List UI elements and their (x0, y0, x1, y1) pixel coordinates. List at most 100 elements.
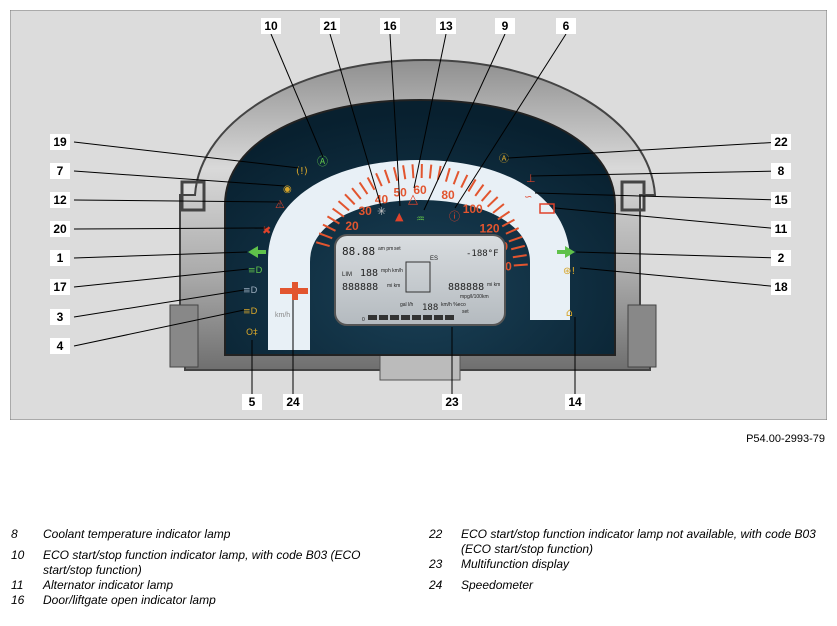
callout-box (771, 279, 791, 295)
callout-number: 7 (57, 164, 64, 178)
legend-num: 23 (429, 557, 443, 571)
speed-unit-label: km/h (275, 312, 290, 319)
multifunction-display: 88.88 am pm set ES -188°F LIM 188 mph km… (334, 234, 506, 326)
speed-tick (501, 218, 515, 228)
lcd-gal: gal l/h (400, 302, 414, 308)
speed-tick (474, 184, 485, 197)
lcd-temp: -188°F (466, 249, 499, 259)
legend-item: 16 Door/liftgate open indicator lamp (11, 593, 411, 608)
speed-label: 50 (393, 185, 407, 199)
lcd-avg-unit: km/h %eco (441, 302, 466, 308)
speed-tick (351, 187, 362, 200)
legend-num: 10 (11, 548, 25, 562)
callout-number: 16 (383, 19, 397, 33)
speed-tick (383, 169, 391, 184)
callout-number: 20 (53, 222, 67, 236)
lcd-set: set (394, 246, 401, 252)
lcd-odo-left-unit: mi km (387, 283, 400, 289)
legend-item: 8 Coolant temperature indicator lamp (11, 527, 411, 542)
callout-box (771, 221, 791, 237)
legend-text: Coolant temperature indicator lamp (43, 527, 231, 541)
lcd-fuel-e: 0 (362, 317, 365, 323)
callout-number: 5 (249, 395, 256, 409)
speedometer-ring (268, 160, 570, 350)
speedometer-needle (280, 282, 308, 300)
legend-text: ECO start/stop function indicator lamp n… (461, 527, 816, 556)
speed-tick (332, 207, 345, 218)
lcd-fuel-bar (368, 315, 454, 320)
figure-reference-code: P54.00-2993-79 (746, 433, 825, 445)
speed-tick (411, 164, 415, 179)
speed-label: 30 (358, 204, 372, 218)
parking-lamp-icon: ≡D (243, 307, 258, 317)
legend-text: Door/liftgate open indicator lamp (43, 593, 216, 607)
callout-number: 6 (563, 19, 570, 33)
legend-item: 23 Multifunction display (429, 557, 824, 572)
callout-number: 24 (286, 395, 300, 409)
speed-tick (402, 165, 407, 180)
callout-number: 19 (53, 135, 67, 149)
lcd-es: ES (430, 256, 438, 262)
legend-text: Speedometer (461, 578, 534, 592)
speed-tick (492, 203, 505, 214)
callout-box (320, 18, 340, 34)
callout-box (436, 18, 456, 34)
callout-number: 10 (264, 19, 278, 33)
speed-tick (452, 170, 460, 185)
lcd-ampm: am pm (378, 246, 393, 252)
legend-text: Multifunction display (461, 557, 570, 571)
front-fog-lamp-icon: ≡D (248, 266, 263, 276)
callout-box (556, 18, 576, 34)
alternator-icon (539, 203, 555, 214)
callout-box (442, 394, 462, 410)
callout-lines (73, 33, 782, 394)
lcd-odo-left: 888888 (342, 282, 378, 293)
callout-number: 17 (53, 280, 67, 294)
glow-icon: ✳ (377, 205, 386, 218)
legend-num: 11 (11, 578, 24, 592)
lcd-lim: LIM (342, 272, 352, 278)
callout-number: 14 (568, 395, 582, 409)
eco-start-stop-icon: Ⓐ (317, 155, 328, 168)
speed-tick (392, 166, 399, 182)
legend: 8 Coolant temperature indicator lamp 10 EC… (0, 527, 837, 626)
speed-tick (326, 215, 340, 225)
lcd-clock: 88.88 (342, 245, 375, 258)
callout-number: 9 (502, 19, 509, 33)
legend-num: 8 (11, 527, 18, 541)
callout-box (50, 192, 70, 208)
speed-label: 120 (480, 222, 500, 236)
speed-label: 20 (345, 219, 359, 233)
speed-label: 100 (463, 202, 483, 216)
speed-tick (508, 235, 523, 243)
speedometer-ticks (315, 163, 528, 267)
tire-pressure-icon: (!) (296, 166, 308, 177)
speed-tick (467, 178, 477, 192)
speed-tick (337, 200, 350, 212)
callout-number: 3 (57, 310, 64, 324)
speed-tick (510, 244, 526, 251)
speed-tick (497, 210, 511, 221)
speed-tick (318, 232, 333, 240)
callout-number: 18 (774, 280, 788, 294)
lcd-avg: 188 (422, 303, 438, 313)
callout-box (242, 394, 262, 410)
callout-box (261, 18, 281, 34)
callout-number: 1 (57, 251, 64, 265)
speed-label: 60 (413, 183, 427, 197)
legend-num: 16 (11, 593, 25, 607)
lcd-odo-right: 888888 (448, 282, 484, 293)
service-icon: ⊛! (563, 266, 575, 277)
legend-item: 22 ECO start/stop function indicator lamp… (429, 527, 824, 557)
legend-num: 22 (429, 527, 443, 541)
callout-box (50, 134, 70, 150)
callout-number: 22 (774, 135, 788, 149)
lcd-graphic-grid (405, 261, 431, 293)
callout-box (50, 279, 70, 295)
callout-number: 21 (323, 19, 337, 33)
callout-number: 4 (57, 339, 64, 353)
